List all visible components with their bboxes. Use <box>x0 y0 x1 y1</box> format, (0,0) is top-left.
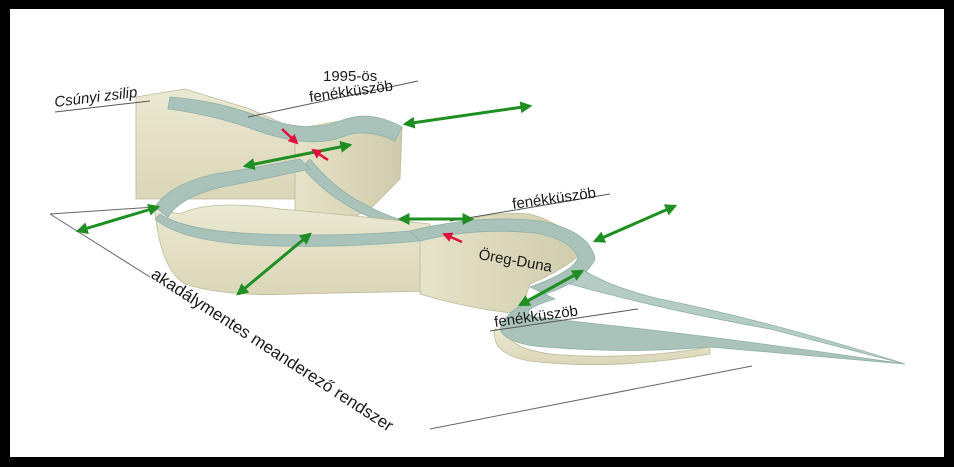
label-mid-threshold: fenékküszöb <box>511 184 597 213</box>
flow-arrow-icon <box>442 232 463 244</box>
red-flow-arrows <box>281 128 463 244</box>
label-1995-threshold-line1: 1995-ös <box>323 68 377 85</box>
flow-arrow-icon <box>281 128 299 145</box>
double-arrow-icon <box>75 204 161 234</box>
flow-arrow-icon <box>311 148 329 162</box>
lower-meander-block <box>494 270 906 366</box>
green-double-arrows <box>75 101 678 307</box>
leader-lines <box>54 80 639 332</box>
diagram-canvas: Csúnyi zsilip 1995-ös fenékküszöb fenékk… <box>10 9 944 457</box>
double-arrow-icon <box>592 204 678 243</box>
double-arrow-icon <box>517 269 585 307</box>
double-arrow-icon <box>242 140 353 171</box>
meander-diagram: Csúnyi zsilip 1995-ös fenékküszöb fenékk… <box>49 68 906 435</box>
double-arrow-icon <box>402 101 533 129</box>
double-arrow-icon <box>236 232 312 296</box>
